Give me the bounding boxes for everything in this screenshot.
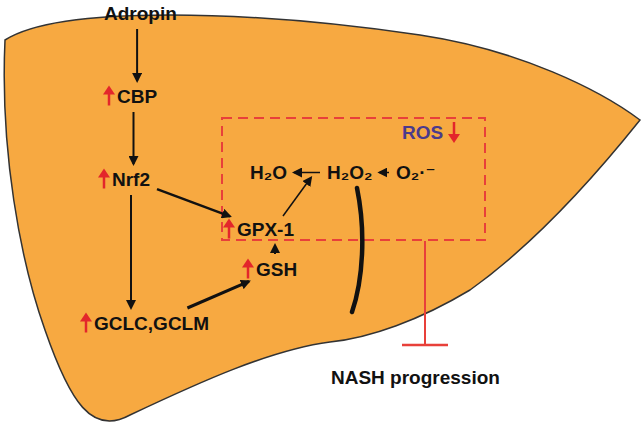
increase-arrow (80, 313, 92, 333)
molecule-node: Nrf2 (109, 168, 153, 191)
molecule-node: O₂·⁻ (393, 161, 439, 184)
inhibition-line (424, 241, 426, 345)
ros-down-arrow (448, 122, 460, 143)
molecule-node: GPX-1 (234, 218, 297, 241)
reaction-arrow (157, 189, 230, 216)
increase-arrow (242, 259, 254, 279)
increase-arrow (223, 219, 235, 239)
reaction-arrow (294, 172, 320, 174)
molecule-name: CBP (117, 86, 157, 107)
reaction-arrow (187, 281, 249, 308)
increase-arrow (98, 169, 110, 189)
reaction-arrow (379, 172, 389, 174)
molecule-name: GPX-1 (237, 219, 294, 240)
reaction-arrow (130, 195, 132, 308)
ros-region-box (222, 118, 485, 240)
molecule-node: Adropin (101, 2, 180, 25)
reaction-arrow (133, 112, 135, 164)
h2o2-curve (352, 188, 362, 312)
molecule-name: H₂O₂ (327, 162, 372, 183)
molecule-node: H₂O₂ (324, 161, 375, 184)
molecule-name: Adropin (104, 3, 177, 24)
catalysis-arrow (283, 178, 311, 217)
molecule-node: GSH (253, 258, 300, 281)
ros-label: ROS (402, 122, 443, 143)
molecule-name: GCLC,GCLM (94, 313, 209, 334)
molecule-name: H₂O (250, 162, 287, 183)
inhibition-bar (402, 344, 448, 347)
liver-outline (4, 15, 640, 421)
molecule-node: H₂O (247, 161, 290, 184)
reaction-arrow (274, 245, 276, 254)
reaction-arrow (136, 29, 138, 81)
increase-arrow (103, 86, 115, 106)
molecule-name: O₂·⁻ (396, 162, 436, 183)
molecule-name: Nrf2 (112, 169, 150, 190)
molecule-name: GSH (256, 259, 297, 280)
molecule-node: GCLC,GCLM (91, 312, 212, 335)
outcome-label: NASH progression (331, 367, 500, 388)
molecule-node: CBP (114, 85, 160, 108)
